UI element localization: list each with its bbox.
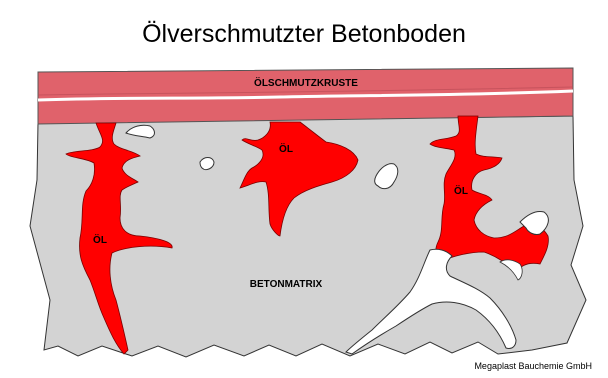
crust-label: ÖLSCHMUTZKRUSTE xyxy=(254,76,358,89)
oil-label-right: ÖL xyxy=(454,184,468,197)
credit-text: Megaplast Bauchemie GmbH xyxy=(474,361,592,371)
oil-label-center: ÖL xyxy=(279,142,293,155)
oil-label-left: ÖL xyxy=(93,233,107,246)
matrix-label: BETONMATRIX xyxy=(250,279,323,290)
